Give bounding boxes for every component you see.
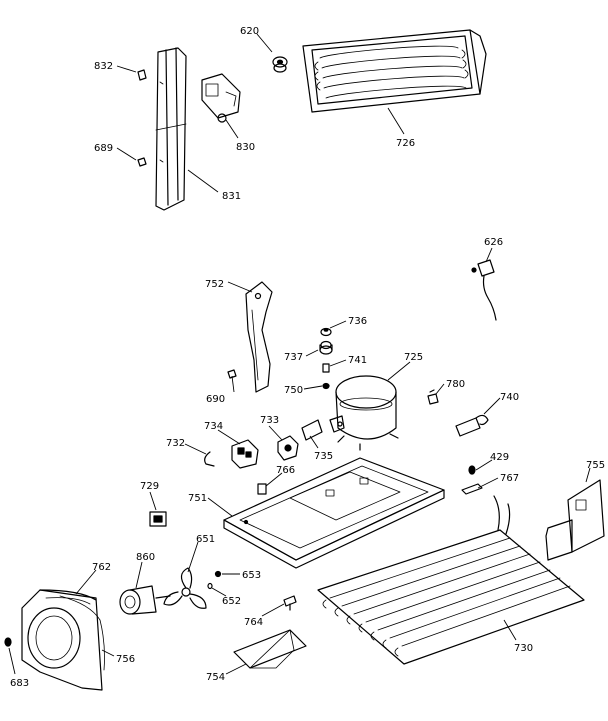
label-750: 750 bbox=[284, 385, 303, 396]
bracket-831 bbox=[155, 47, 187, 211]
label-734: 734 bbox=[204, 421, 223, 432]
label-725: 725 bbox=[404, 352, 423, 363]
screw-690 bbox=[227, 369, 237, 379]
label-689: 689 bbox=[94, 143, 113, 154]
compressor-725 bbox=[329, 375, 399, 451]
label-683: 683 bbox=[10, 678, 29, 689]
label-755: 755 bbox=[586, 460, 605, 471]
label-726: 726 bbox=[396, 138, 415, 149]
label-831: 831 bbox=[222, 191, 241, 202]
damper-830 bbox=[201, 73, 241, 123]
label-620: 620 bbox=[240, 26, 259, 37]
relay-734 bbox=[231, 439, 259, 469]
screw-689 bbox=[137, 157, 147, 167]
label-626: 626 bbox=[484, 237, 503, 248]
label-830: 830 bbox=[236, 142, 255, 153]
label-690: 690 bbox=[206, 394, 225, 405]
shroud-756 bbox=[21, 589, 103, 691]
base-pan-751 bbox=[223, 457, 445, 569]
clip-732 bbox=[204, 451, 215, 467]
motor-860 bbox=[119, 585, 171, 615]
clip-780 bbox=[427, 389, 439, 405]
label-651: 651 bbox=[196, 534, 215, 545]
bracket-755 bbox=[545, 479, 605, 561]
label-780: 780 bbox=[446, 379, 465, 390]
leader-lines bbox=[8, 33, 591, 675]
screw-832 bbox=[137, 69, 147, 81]
label-737: 737 bbox=[284, 352, 303, 363]
label-741: 741 bbox=[348, 355, 367, 366]
label-860: 860 bbox=[136, 552, 155, 563]
label-751: 751 bbox=[188, 493, 207, 504]
sleeve-741 bbox=[322, 363, 330, 373]
clip-767 bbox=[461, 483, 483, 495]
label-762: 762 bbox=[92, 562, 111, 573]
label-733: 733 bbox=[260, 415, 279, 426]
label-736: 736 bbox=[348, 316, 367, 327]
fan-blade-651 bbox=[163, 567, 207, 609]
label-729: 729 bbox=[140, 481, 159, 492]
cover-735 bbox=[301, 419, 323, 441]
label-767: 767 bbox=[500, 473, 519, 484]
bracket-740 bbox=[455, 414, 489, 437]
clip-766 bbox=[257, 483, 267, 495]
label-429: 429 bbox=[490, 452, 509, 463]
label-732: 732 bbox=[166, 438, 185, 449]
coil-730 bbox=[317, 495, 585, 665]
label-652: 652 bbox=[222, 596, 241, 607]
grommet-620 bbox=[272, 56, 288, 73]
label-730: 730 bbox=[514, 643, 533, 654]
condenser-726 bbox=[302, 29, 487, 113]
screw-429 bbox=[468, 465, 476, 475]
overload-733 bbox=[277, 435, 299, 461]
label-752: 752 bbox=[205, 279, 224, 290]
label-764: 764 bbox=[244, 617, 263, 628]
label-653: 653 bbox=[242, 570, 261, 581]
clip-764 bbox=[283, 595, 297, 611]
callout-labels: 620 726 832 830 689 831 626 752 736 737 … bbox=[10, 26, 605, 689]
label-832: 832 bbox=[94, 61, 113, 72]
grommet-736 bbox=[320, 327, 332, 337]
screw-683 bbox=[4, 637, 12, 647]
label-756: 756 bbox=[116, 654, 135, 665]
grommet-737 bbox=[319, 340, 333, 355]
label-754: 754 bbox=[206, 672, 225, 683]
label-735: 735 bbox=[314, 451, 333, 462]
relay-626 bbox=[471, 259, 497, 321]
nut-653 bbox=[214, 570, 222, 578]
clip-652 bbox=[207, 582, 213, 590]
bracket-752 bbox=[245, 281, 273, 393]
clip-750 bbox=[322, 382, 330, 390]
baffle-762 bbox=[59, 595, 105, 671]
label-766: 766 bbox=[276, 465, 295, 476]
label-740: 740 bbox=[500, 392, 519, 403]
terminal-729 bbox=[149, 511, 167, 527]
tray-754 bbox=[233, 629, 307, 669]
